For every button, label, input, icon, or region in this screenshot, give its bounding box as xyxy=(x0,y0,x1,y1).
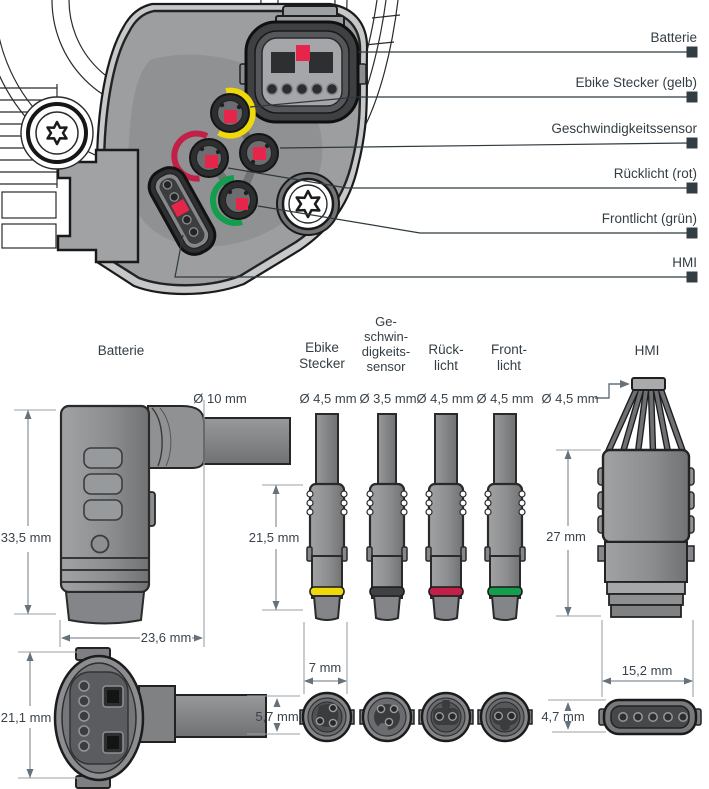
diameter-label-rear: Ø 4,5 mm xyxy=(416,391,474,406)
speed-plug-front-view xyxy=(359,691,415,743)
ebike-plug-front-view xyxy=(299,691,355,743)
battery-socket xyxy=(239,5,367,124)
diameter-label-ebike: Ø 4,5 mm xyxy=(299,391,357,406)
hmi-connector-bottom-view xyxy=(598,698,702,736)
ebike-plug-side-view xyxy=(306,413,348,621)
dimension-batterie-front-height: 21,1 mm xyxy=(0,710,52,725)
torx-screw-left xyxy=(20,96,94,170)
column-header-geschwindigkeitssensor: Ge- schwin- digkeits- sensor xyxy=(362,314,410,374)
dimension-plug-sleeve-length: 21,5 mm xyxy=(248,530,300,545)
column-header-ruecklicht: Rück- licht xyxy=(428,342,463,374)
motor-connector-illustration xyxy=(0,0,698,296)
diameter-label-batterie: Ø 10 mm xyxy=(193,391,247,406)
ebike-socket xyxy=(210,87,256,139)
header-line: Ge- xyxy=(375,314,397,329)
header-line: Rück- xyxy=(428,342,464,357)
dimension-batterie-height: 33,5 mm xyxy=(0,530,52,545)
rear-light-plug-side-view xyxy=(425,413,467,621)
front-light-socket xyxy=(210,175,258,226)
extension-lines xyxy=(14,400,694,779)
rear-light-socket xyxy=(171,130,229,182)
dimension-batterie-cable-height: 5,7 mm xyxy=(255,709,299,724)
callout-label-batterie: Batterie xyxy=(650,30,697,45)
column-header-ebike-stecker: Ebike Stecker xyxy=(299,340,345,372)
dimension-plug-tip-width: 7 mm xyxy=(308,660,342,675)
battery-pin-marker xyxy=(296,45,310,61)
callout-label-frontlicht: Frontlicht (grün) xyxy=(601,211,697,226)
speed-color-ring xyxy=(369,586,405,597)
header-line: digkeits- xyxy=(361,344,411,359)
header-line: sensor xyxy=(366,359,406,374)
header-line: Stecker xyxy=(299,356,345,371)
rear-light-plug-front-view xyxy=(418,691,474,743)
front-light-plug-front-view xyxy=(477,691,533,743)
dimension-hmi-thickness: 4,7 mm xyxy=(541,709,585,724)
torx-screw-right xyxy=(276,172,340,236)
dimension-batterie-width: 23,6 mm xyxy=(140,630,192,645)
rear-color-ring xyxy=(428,586,464,597)
callout-label-geschwindigkeitssensor: Geschwindigkeitssensor xyxy=(551,121,697,136)
front-color-ring xyxy=(487,586,523,597)
speed-plug-side-view xyxy=(366,413,408,621)
frame-clip xyxy=(56,148,140,264)
header-line: Ebike xyxy=(305,340,339,355)
battery-connector-front-view xyxy=(53,647,267,789)
speed-sensor-socket xyxy=(239,133,279,173)
column-header-batterie: Batterie xyxy=(97,343,145,358)
diameter-label-hmi: Ø 4,5 mm xyxy=(541,391,599,406)
diameter-label-front: Ø 4,5 mm xyxy=(476,391,534,406)
ebike-color-ring xyxy=(309,586,345,597)
column-header-frontlicht: Front- licht xyxy=(491,342,527,374)
callout-label-hmi: HMI xyxy=(672,255,697,270)
hmi-connector-side-view xyxy=(597,377,695,618)
column-header-hmi: HMI xyxy=(634,343,660,358)
battery-connector-side-view xyxy=(59,404,291,625)
callout-label-ebike-stecker: Ebike Stecker (gelb) xyxy=(575,75,697,90)
diameter-label-speed: Ø 3,5 mm xyxy=(359,391,417,406)
dimension-arrows xyxy=(24,380,693,778)
hmi-socket xyxy=(147,166,217,256)
dimension-hmi-width: 15,2 mm xyxy=(621,663,673,678)
header-line: licht xyxy=(496,358,522,373)
header-line: schwin- xyxy=(363,329,409,344)
dimension-hmi-body-length: 27 mm xyxy=(546,529,586,544)
callout-lines xyxy=(174,51,689,278)
header-line: licht xyxy=(433,358,459,373)
callout-markers xyxy=(686,46,698,283)
connector-dimension-drawings xyxy=(14,377,702,789)
front-light-plug-side-view xyxy=(484,413,526,621)
callout-label-ruecklicht: Rücklicht (rot) xyxy=(613,166,697,181)
header-line: Front- xyxy=(490,342,528,357)
